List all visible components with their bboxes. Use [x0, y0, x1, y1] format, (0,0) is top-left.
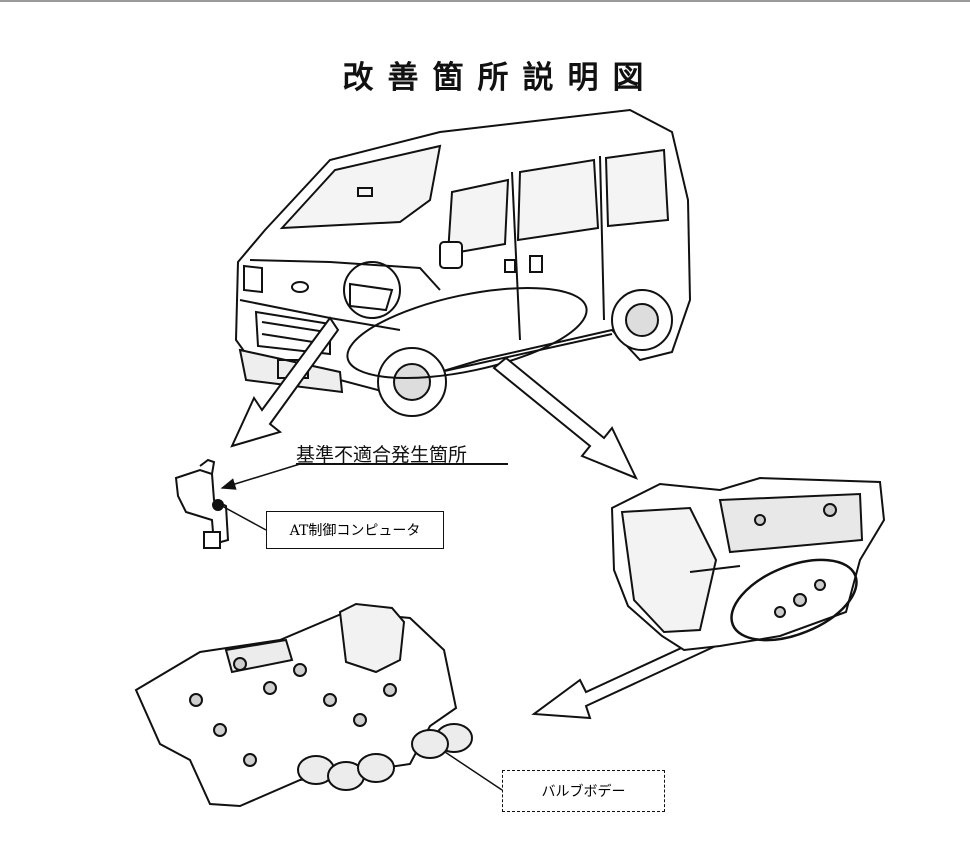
top-rule — [0, 0, 970, 2]
valve-body-text: バルブボデー — [541, 784, 626, 800]
van-highlights — [343, 261, 588, 379]
transmission-highlight — [730, 558, 858, 642]
van-illustration — [234, 108, 692, 417]
valve-body-label: バルブボデー — [502, 770, 665, 812]
nonconformity-location-label: 基準不適合発生箇所 — [296, 444, 468, 466]
label-underline — [296, 463, 508, 465]
valve-body-illustration — [134, 602, 473, 808]
page-title: 改善箇所説明図 — [342, 60, 658, 96]
pointer-arrows — [230, 316, 722, 720]
transmission-illustration — [610, 476, 886, 652]
at-control-computer-label: AT制御コンピュータ — [266, 511, 444, 549]
callout-lines — [220, 463, 503, 791]
at-ecu-illustration — [174, 458, 230, 549]
at-control-computer-text: AT制御コンピュータ — [289, 523, 421, 539]
